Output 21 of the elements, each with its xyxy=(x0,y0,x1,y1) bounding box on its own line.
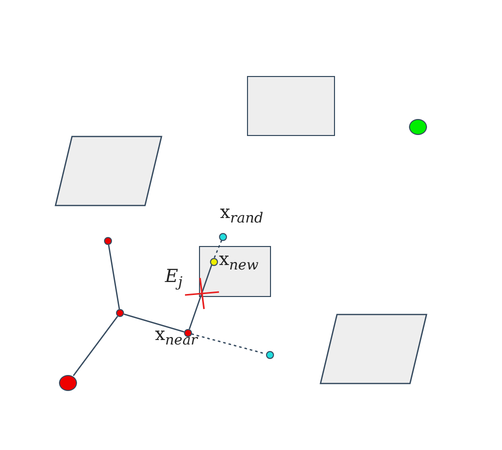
obstacle-parallelogram xyxy=(320,314,427,384)
obstacle-parallelogram xyxy=(55,136,162,206)
tree-edge xyxy=(188,264,212,330)
tree-edge xyxy=(72,316,118,376)
point-label: x$_{rand}$ xyxy=(220,204,264,226)
sample-point xyxy=(219,233,227,241)
new-point xyxy=(210,258,218,266)
point-label: x$_{near}$ xyxy=(155,326,198,348)
edge-name-label: E$_{j}$ xyxy=(165,268,182,290)
tree-node xyxy=(116,309,124,317)
tree-edge xyxy=(108,244,120,310)
tree-node xyxy=(184,329,192,337)
tree-edge xyxy=(124,314,184,332)
tree-node xyxy=(104,237,112,245)
point-label: x$_{new}$ xyxy=(219,251,258,273)
start-point xyxy=(59,375,77,391)
sample-point xyxy=(266,351,274,359)
obstacle-rectangle xyxy=(247,76,335,136)
goal-point xyxy=(409,119,427,135)
obstacle-rectangle xyxy=(199,246,271,297)
dotted-connector xyxy=(214,240,222,258)
